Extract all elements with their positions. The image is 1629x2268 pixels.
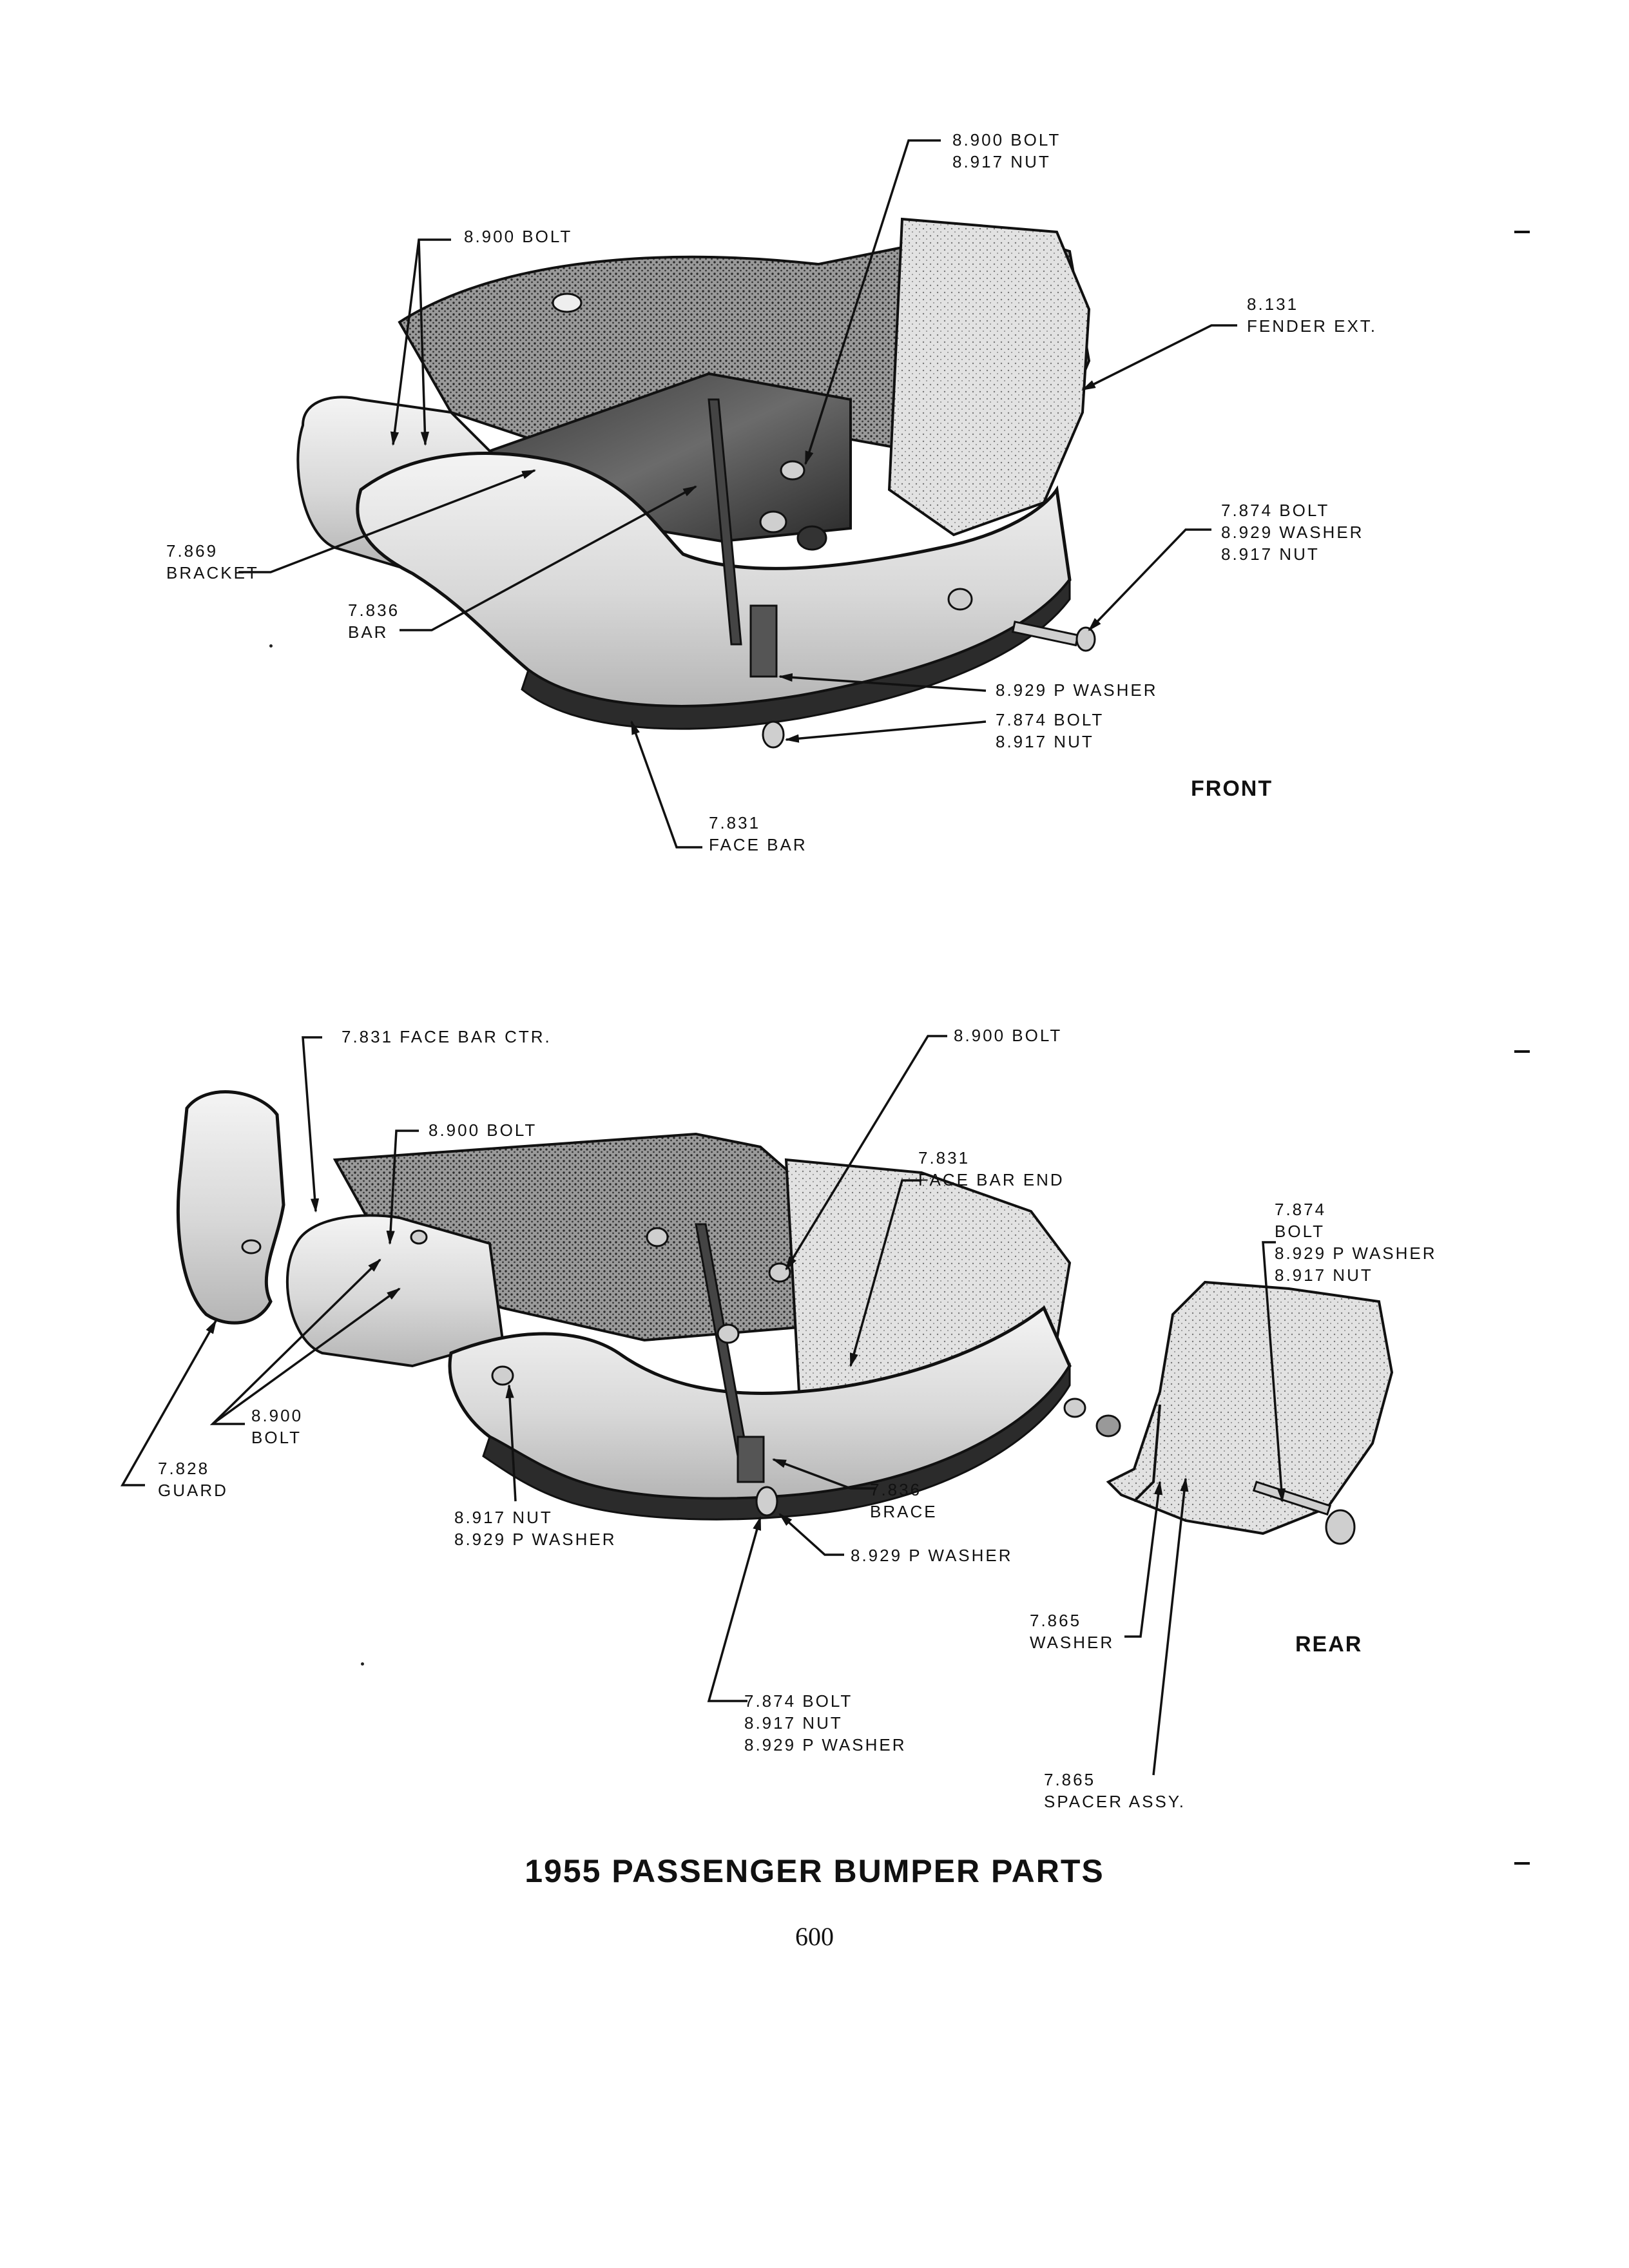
callout-front-bolt-left: 8.900 BOLT: [464, 227, 573, 246]
callout-rear-washer: 7.865 WASHER: [1030, 1611, 1115, 1652]
callout-front-bolt-washer-nut: 7.874 BOLT 8.929 WASHER 8.917 NUT: [1221, 501, 1364, 564]
rear-guard-shape: [176, 1090, 285, 1325]
callout-rear-face-bar-ctr: 7.831 FACE BAR CTR.: [342, 1027, 552, 1046]
front-fender-extension-shape: [887, 217, 1091, 537]
front-bumper-drawing: [296, 217, 1096, 749]
page-title: 1955 PASSENGER BUMPER PARTS: [525, 1853, 1104, 1889]
callout-rear-face-bar-end: 7.831 FACE BAR END: [918, 1148, 1065, 1189]
callout-rear-bolt-left: 8.900 BOLT: [251, 1406, 304, 1447]
margin-mark: [1514, 1050, 1530, 1053]
callout-front-fender-ext: 8.131 FENDER EXT.: [1247, 294, 1378, 336]
callout-rear-brace: 7.836 BRACE: [870, 1480, 938, 1521]
callout-rear-bolt-center: 8.900 BOLT: [429, 1120, 537, 1140]
callout-front-bar: 7.836 BAR: [348, 601, 400, 642]
callout-rear-p-washer: 8.929 P WASHER: [851, 1546, 1013, 1565]
callout-rear-bolt-nut-washer-bottom: 7.874 BOLT 8.917 NUT 8.929 P WASHER: [744, 1691, 907, 1754]
front-bar-strut: [708, 398, 742, 646]
margin-mark: [1514, 1862, 1530, 1865]
callout-front-face-bar: 7.831 FACE BAR: [709, 813, 807, 854]
callout-front-bolt-nut-bottom: 7.874 BOLT 8.917 NUT: [996, 710, 1104, 751]
front-view-heading: FRONT: [1191, 776, 1273, 801]
callout-rear-guard: 7.828 GUARD: [158, 1459, 228, 1500]
callout-front-p-washer: 8.929 P WASHER: [996, 680, 1158, 700]
front-leader-lines: [238, 139, 1237, 849]
callout-front-bracket: 7.869 BRACKET: [166, 541, 259, 582]
callout-rear-spacer-assy: 7.865 SPACER ASSY.: [1044, 1770, 1186, 1811]
callout-rear-nut-washer: 8.917 NUT 8.929 P WASHER: [454, 1508, 617, 1549]
scan-speck: [361, 1662, 364, 1666]
callout-front-bolt-nut-top: 8.900 BOLT 8.917 NUT: [952, 130, 1061, 171]
rear-view-heading: REAR: [1295, 1632, 1363, 1657]
scan-speck: [269, 644, 273, 648]
rear-spacer-panel-shape: [1106, 1280, 1394, 1535]
callout-rear-bolt-top-right: 8.900 BOLT: [954, 1026, 1063, 1045]
rear-bumper-drawing: [176, 1090, 1394, 1545]
rear-leader-lines: [120, 1035, 1286, 1776]
margin-mark: [1514, 231, 1530, 233]
page-number: 600: [795, 1922, 834, 1951]
callout-rear-bolt-washer-nut: 7.874 BOLT 8.929 P WASHER 8.917 NUT: [1275, 1200, 1437, 1285]
